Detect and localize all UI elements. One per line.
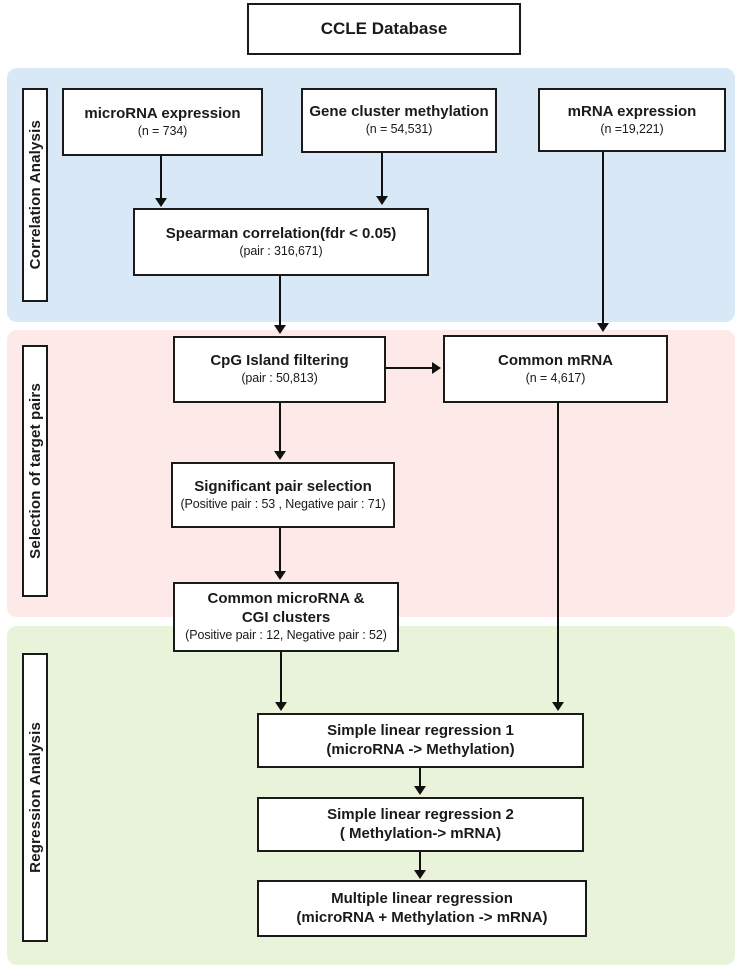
node-common-microrna-cgi-clusters: Common microRNA & CGI clusters (Positive…: [173, 582, 399, 652]
node-simple-linear-regression-1: Simple linear regression 1 (microRNA -> …: [257, 713, 584, 768]
node-significant-pair-selection-sub: (Positive pair : 53 , Negative pair : 71…: [180, 496, 386, 511]
node-multiple-linear-regression-sub: (microRNA + Methylation -> mRNA): [296, 908, 548, 926]
node-significant-pair-selection: Significant pair selection (Positive pai…: [171, 462, 395, 528]
node-microrna-expression: microRNA expression (n = 734): [62, 88, 263, 156]
node-simple-linear-regression-1-sub: (microRNA -> Methylation): [326, 740, 515, 758]
node-mrna-expression-sub: (n =19,221): [600, 121, 664, 136]
node-spearman-correlation-sub: (pair : 316,671): [239, 243, 323, 258]
node-common-mrna-title: Common mRNA: [498, 351, 613, 369]
node-gene-cluster-methylation-sub: (n = 54,531): [365, 122, 433, 137]
node-simple-linear-regression-1-title: Simple linear regression 1: [327, 721, 514, 739]
node-common-microrna-cgi-clusters-sub: (Positive pair : 12, Negative pair : 52): [185, 627, 387, 642]
node-common-microrna-cgi-clusters-title: Common microRNA &: [207, 590, 365, 608]
label-correlation-analysis: Correlation Analysis: [22, 88, 48, 302]
node-significant-pair-selection-title: Significant pair selection: [194, 477, 372, 495]
node-spearman-correlation: Spearman correlation(fdr < 0.05) (pair :…: [133, 208, 429, 276]
node-ccle-database-title: CCLE Database: [320, 19, 448, 39]
node-cpg-island-filtering: CpG Island filtering (pair : 50,813): [173, 336, 386, 403]
node-common-mrna-sub: (n = 4,617): [525, 370, 586, 385]
node-gene-cluster-methylation: Gene cluster methylation (n = 54,531): [301, 88, 497, 153]
node-multiple-linear-regression-title: Multiple linear regression: [331, 889, 513, 907]
node-spearman-correlation-title: Spearman correlation(fdr < 0.05): [165, 224, 397, 242]
label-correlation-analysis-text: Correlation Analysis: [26, 120, 44, 270]
node-simple-linear-regression-2-title: Simple linear regression 2: [327, 805, 514, 823]
node-common-microrna-cgi-clusters-title2: CGI clusters: [241, 609, 331, 627]
node-common-mrna: Common mRNA (n = 4,617): [443, 335, 668, 403]
node-microrna-expression-title: microRNA expression: [84, 104, 241, 122]
node-gene-cluster-methylation-title: Gene cluster methylation: [309, 103, 489, 121]
node-cpg-island-filtering-sub: (pair : 50,813): [241, 371, 318, 386]
label-selection-target-pairs: Selection of target pairs: [22, 345, 48, 597]
node-mrna-expression-title: mRNA expression: [567, 102, 697, 120]
node-mrna-expression: mRNA expression (n =19,221): [538, 88, 726, 152]
label-regression-analysis-text: Regression Analysis: [26, 722, 44, 873]
node-simple-linear-regression-2: Simple linear regression 2 ( Methylation…: [257, 797, 584, 852]
label-selection-target-pairs-text: Selection of target pairs: [26, 383, 44, 559]
label-regression-analysis: Regression Analysis: [22, 653, 48, 942]
node-ccle-database: CCLE Database: [247, 3, 521, 55]
node-microrna-expression-sub: (n = 734): [137, 123, 188, 138]
node-simple-linear-regression-2-sub: ( Methylation-> mRNA): [339, 824, 502, 842]
node-cpg-island-filtering-title: CpG Island filtering: [210, 352, 349, 370]
node-multiple-linear-regression: Multiple linear regression (microRNA + M…: [257, 880, 587, 937]
